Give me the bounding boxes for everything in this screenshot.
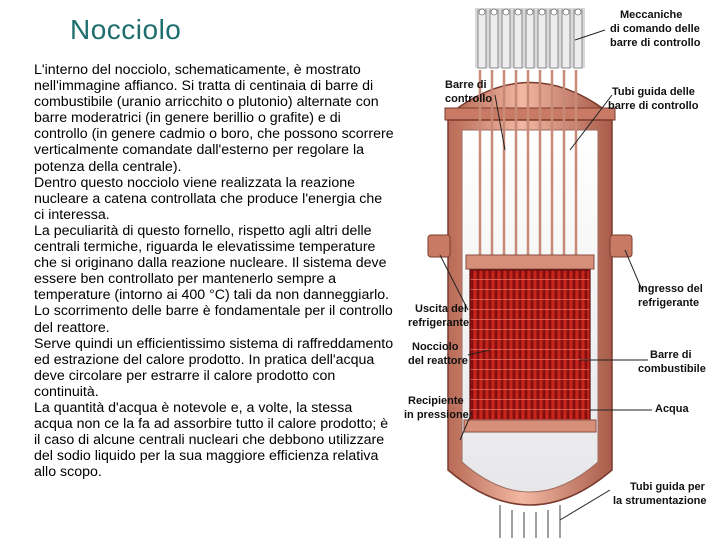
lower-core-plate: [463, 419, 597, 433]
fuel-core: [469, 269, 591, 421]
page-title: Nocciolo: [70, 14, 182, 45]
label-barre-combustibile: Barre di: [650, 349, 692, 361]
label-ingresso: refrigerante: [638, 297, 699, 309]
label-strumentazione: Tubi guida per: [630, 481, 706, 493]
label-meccaniche: barre di controllo: [610, 37, 701, 49]
outlet-nozzle: [427, 234, 451, 258]
label-recipiente: Recipiente: [408, 395, 464, 407]
reactor-diagram: Meccaniche di comando delle barre di con…: [404, 8, 707, 538]
guide-tubes: [478, 70, 578, 270]
label-recipiente: in pressione: [404, 409, 469, 421]
label-nocciolo: Nocciolo: [412, 341, 459, 353]
label-meccaniche: Meccaniche: [620, 9, 682, 21]
upper-core-plate: [465, 254, 595, 270]
body-text: L'interno del nocciolo, schematicamente,…: [34, 62, 394, 480]
paragraph: L'interno del nocciolo, schematicamente,…: [34, 62, 394, 175]
paragraph: La peculiarità di questo fornello, rispe…: [34, 222, 390, 304]
leader-lines: [439, 29, 652, 521]
label-barre-combustibile: combustibile: [638, 363, 706, 375]
label-ingresso: Ingresso del: [638, 283, 703, 295]
label-meccaniche: di comando delle: [610, 23, 700, 35]
label-nocciolo: del reattore: [408, 355, 468, 367]
paragraph: Lo scorrimento delle barre è fondamental…: [34, 303, 393, 336]
label-strumentazione: la strumentazione: [613, 495, 707, 507]
label-uscita: refrigerante: [408, 317, 469, 329]
label-tubi-guida: barre di controllo: [608, 100, 699, 112]
label-tubi-guida: Tubi guida delle: [612, 86, 695, 98]
label-uscita: Uscita del: [415, 303, 467, 315]
paragraph: Dentro questo nocciolo viene realizzata …: [34, 174, 383, 223]
label-acqua: Acqua: [655, 403, 690, 415]
paragraph: La quantità d'acqua è notevole e, a volt…: [34, 399, 389, 481]
paragraph: Serve quindi un efficientissimo sistema …: [34, 335, 394, 400]
inlet-nozzle: [609, 234, 633, 258]
reactor-figure: Meccaniche di comando delle barre di con…: [400, 0, 720, 540]
label-barre-controllo: Barre di: [445, 79, 487, 91]
label-barre-controllo: controllo: [445, 93, 492, 105]
control-rod-drives: [475, 8, 585, 69]
instrumentation-tubes: [499, 505, 561, 538]
